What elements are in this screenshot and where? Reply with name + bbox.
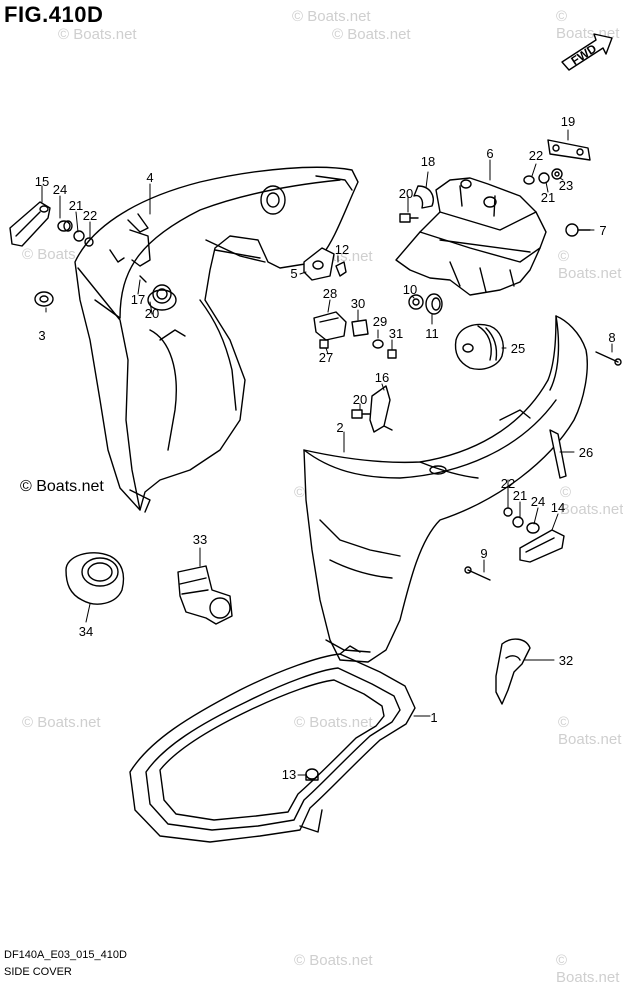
- part-34-collar: [65, 552, 125, 605]
- part-24-collar-lower: [526, 522, 540, 534]
- part-18-clip: [413, 185, 434, 209]
- callout-19: 19: [561, 114, 575, 129]
- watermark: © Boats.net: [58, 26, 137, 43]
- callout-22-a: 22: [83, 208, 97, 223]
- part-26-cable-tie: [549, 429, 567, 479]
- part-32-clip: [495, 638, 531, 705]
- callout-12: 12: [335, 242, 349, 257]
- callout-26: 26: [579, 445, 593, 460]
- watermark: © Boats.net: [332, 26, 411, 43]
- callout-21-a: 21: [69, 198, 83, 213]
- callout-13: 13: [282, 767, 296, 782]
- callout-20-a: 20: [145, 306, 159, 321]
- watermark: © Boats.net: [558, 248, 622, 282]
- part-31-screw: [387, 349, 397, 359]
- part-21-washer-upper: [538, 172, 550, 184]
- callout-27: 27: [319, 350, 333, 365]
- part-13-plug: [305, 768, 319, 781]
- part-20-screw-mid: [351, 409, 371, 419]
- callout-16: 16: [375, 370, 389, 385]
- part-30-nut: [351, 319, 369, 337]
- part-6-bracket: [395, 177, 547, 296]
- callout-4: 4: [146, 170, 153, 185]
- callout-25: 25: [511, 341, 525, 356]
- callout-8: 8: [608, 330, 615, 345]
- callout-24-b: 24: [531, 494, 545, 509]
- part-1-seal-frame: [129, 645, 416, 843]
- part-9-screw: [464, 566, 491, 581]
- callout-21-c: 21: [513, 488, 527, 503]
- part-15-handle: [9, 201, 51, 247]
- callout-24-a: 24: [53, 182, 67, 197]
- callout-7: 7: [599, 223, 606, 238]
- part-4-port-side-cover: [74, 166, 359, 513]
- callout-21-b: 21: [541, 190, 555, 205]
- leader-lines: [41, 129, 613, 776]
- callout-5: 5: [290, 266, 297, 281]
- watermark: © Boats.net: [294, 952, 373, 969]
- part-33-grommet: [177, 565, 233, 625]
- part-28-bracket: [313, 311, 347, 341]
- callout-14: 14: [551, 500, 565, 515]
- part-22-washer-upper: [523, 175, 535, 185]
- part-21-washer: [73, 230, 85, 242]
- part-17-bracket: [129, 229, 151, 283]
- model-code: DF140A_E03_015_410D: [4, 949, 127, 961]
- callout-30: 30: [351, 296, 365, 311]
- part-8-screw: [595, 351, 622, 366]
- callout-29: 29: [373, 314, 387, 329]
- watermark: © Boats.net: [560, 484, 623, 518]
- callout-17: 17: [131, 292, 145, 307]
- callout-10: 10: [403, 282, 417, 297]
- callout-18: 18: [421, 154, 435, 169]
- part-10-grommet: [408, 294, 424, 310]
- watermark: © Boats.net: [558, 714, 622, 748]
- part-29-washer: [372, 339, 384, 349]
- callout-34: 34: [79, 624, 93, 639]
- part-20-screw-left: [152, 284, 172, 304]
- callout-9: 9: [480, 546, 487, 561]
- part-14-handle: [519, 529, 565, 563]
- part-16-bracket: [369, 385, 393, 433]
- part-3-grommet: [34, 291, 54, 307]
- part-12-clip: [335, 261, 347, 277]
- callout-1: 1: [430, 710, 437, 725]
- callout-6: 6: [486, 146, 493, 161]
- watermark: © Boats.net: [22, 714, 101, 731]
- callout-15: 15: [35, 174, 49, 189]
- callout-23: 23: [559, 178, 573, 193]
- callout-33: 33: [193, 532, 207, 547]
- part-25-grommet: [454, 323, 504, 370]
- callout-20-c: 20: [353, 392, 367, 407]
- callout-28: 28: [323, 286, 337, 301]
- part-22-washer-lower: [503, 507, 513, 517]
- watermark: © Boats.net: [556, 952, 620, 986]
- copyright-notice: © Boats.net: [20, 478, 104, 495]
- part-11-grommet: [425, 293, 443, 315]
- part-20-screw-upper: [399, 213, 419, 223]
- callout-3: 3: [38, 328, 45, 343]
- callout-32: 32: [559, 653, 573, 668]
- part-23-nut: [551, 168, 563, 180]
- callout-22-c: 22: [501, 476, 515, 491]
- part-5-latch: [303, 247, 335, 281]
- figure-title: FIG.410D: [4, 2, 104, 27]
- part-19-plate: [547, 139, 591, 161]
- part-27-screw: [319, 339, 329, 349]
- watermark: © Boats.net: [292, 8, 371, 25]
- callout-2: 2: [336, 420, 343, 435]
- callout-11: 11: [425, 326, 439, 341]
- fwd-arrow-icon: [561, 33, 613, 71]
- part-21-washer-lower: [512, 516, 524, 528]
- callout-20-b: 20: [399, 186, 413, 201]
- callout-22-b: 22: [529, 148, 543, 163]
- part-24-collar: [57, 220, 73, 232]
- part-22-washer: [84, 237, 94, 247]
- callout-31: 31: [389, 326, 403, 341]
- watermark: © Boats.net: [294, 714, 373, 731]
- section-name: SIDE COVER: [4, 966, 72, 978]
- part-2-starboard-side-cover: [303, 315, 588, 663]
